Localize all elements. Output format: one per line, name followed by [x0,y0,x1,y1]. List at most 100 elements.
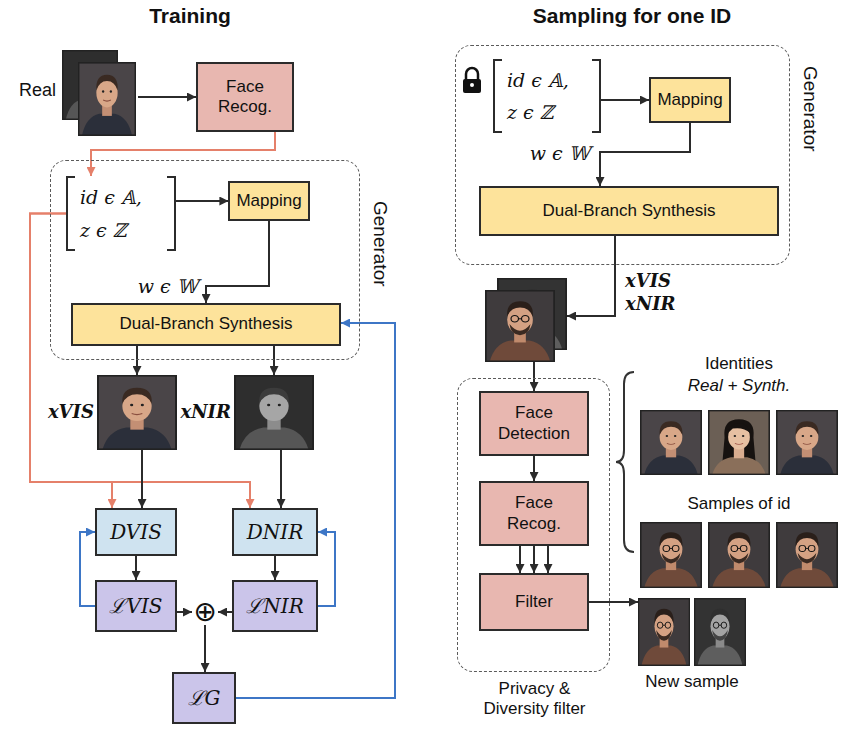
photo-vis [485,290,555,362]
connector [533,362,535,391]
node-label: Generator [798,66,821,152]
new-sample: New sample [638,598,746,666]
connector [318,532,335,606]
connector [141,450,143,508]
photo-vis [776,410,838,475]
connector [138,96,196,98]
connector [30,214,112,509]
photo-vis [776,522,838,588]
node-label: Face Recog. [499,493,569,534]
connector [136,346,138,375]
mapping-box: Mapping [228,181,309,221]
connector [206,221,269,303]
connector [280,450,282,508]
input-vector: id ϵ 𝔸, z ϵ ℤ [493,59,601,133]
image-output: xVIS [97,375,177,450]
node-label: Dual-Branch Synthesis [543,201,716,221]
node-label: Privacy & Diversity filter [467,679,602,720]
mapping-box: Mapping [649,77,731,123]
sample-photos [640,522,838,588]
photo-nir [234,375,314,450]
node-label: xNIR [625,293,676,315]
image-output: xVISxNIR [485,278,567,362]
synthesis-box: Dual-Branch Synthesis [479,186,779,236]
node-label: New sample [632,672,752,692]
connector [218,611,232,613]
node-label: Real + Synth. [640,376,838,396]
process-box: Filter [479,573,589,631]
connector [80,532,95,606]
connector [176,200,228,202]
node-label: Filter [515,592,553,612]
photo-nir [694,598,746,666]
loss-box: ℒNIR [232,580,318,632]
photo-vis [708,522,770,588]
photo-vis [640,522,702,588]
photo-vis [78,62,136,136]
sample-gallery: Samples of id [640,494,838,590]
synthesis-box: Dual-Branch Synthesis [71,303,341,346]
node-label: Dual-Branch Synthesis [120,314,293,334]
generator-group: id ϵ 𝔸, z ϵ ℤ MappingDual-Branch Synthesi… [455,45,790,265]
connector [91,132,275,176]
connector [533,456,535,481]
generated-photos [97,375,314,450]
node-label: DNIR [247,520,304,544]
node-label: Mapping [657,90,722,110]
generator-group: id ϵ 𝔸, z ϵ ℤ MappingDual-Branch Synthesi… [50,160,360,360]
node-label: DVIS [110,520,162,544]
node-label: ⊕ [193,598,216,626]
panel-title: Sampling for one ID [482,4,782,28]
loss-box: ℒVIS [95,580,177,632]
photo-vis [708,410,770,475]
node-label: ℒG [188,686,221,710]
bracket-stroke [494,60,502,132]
connector [204,625,206,672]
new-sample-photos [638,598,746,666]
connector [601,99,649,101]
filter-group: Face DetectionFace Recog.FilterPrivacy &… [457,378,610,672]
process-box: Face Recog. [196,62,294,132]
math-label: w ϵ 𝕎 [498,142,590,164]
photo-vis [638,598,690,666]
connector [533,546,535,573]
node-label: Samples of id [640,494,838,514]
math-label: w ϵ 𝕎 [108,275,198,297]
node-label: ℒVIS [109,594,162,618]
image-output: xNIR [234,375,314,450]
node-label: xVIS [625,270,671,292]
connector [589,601,638,603]
identity-gallery: IdentitiesReal + Synth. [640,354,838,476]
input-vector: id ϵ 𝔸, z ϵ ℤ [66,176,176,251]
discriminator-box: DNIR [232,508,318,556]
sum-symbol: ⊕ [192,599,218,625]
node-label: Face Detection [494,403,574,444]
connector [567,236,615,316]
node-label: Real [14,80,56,102]
panel-title: Training [90,4,290,28]
identity-photos [640,410,838,475]
node-label: id ϵ 𝔸, z ϵ ℤ [507,64,575,129]
connector [600,123,690,186]
input-photos: Real [62,50,138,136]
connector [135,556,137,580]
connector [30,214,250,509]
connector [519,546,521,573]
connector [274,556,276,580]
real-photos [62,50,136,136]
discriminator-box: DVIS [95,508,177,556]
node-label: Mapping [236,191,301,211]
photo-vis [640,410,702,475]
bracket-stroke [592,60,600,132]
node-label: Generator [368,201,391,287]
sampled-photos [485,278,567,362]
connector [547,546,549,573]
node-label: Face Recog. [204,77,286,118]
node-label: id ϵ 𝔸, z ϵ ℤ [80,181,148,246]
bracket-stroke [167,177,175,250]
process-box: Face Recog. [479,481,589,546]
loss-box: ℒG [172,672,236,724]
node-label: Identities [640,354,838,374]
bracket-stroke [67,177,75,250]
curly-brace [616,372,634,552]
